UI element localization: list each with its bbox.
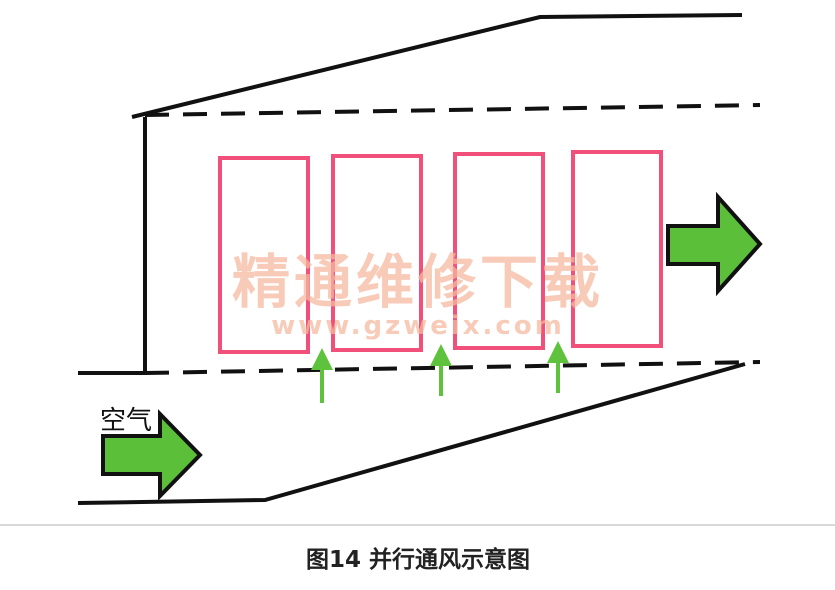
working-cell-2 xyxy=(331,154,423,352)
upper-duct-wall xyxy=(131,13,743,119)
branch-arrow-3 xyxy=(547,341,569,393)
air-label: 空气 xyxy=(100,406,152,436)
lower-dashed-line xyxy=(144,360,761,375)
upper-dashed-line xyxy=(144,103,761,117)
working-cell-4 xyxy=(571,150,663,348)
watermark-title: 精通维修下载 xyxy=(232,248,604,316)
figure-caption: 图14 并行通风示意图 xyxy=(306,546,530,573)
branch-arrow-1 xyxy=(311,348,333,403)
branch-airflow-arrows xyxy=(311,341,569,403)
inlet-arrow-icon xyxy=(101,409,203,501)
bottom-duct-wall xyxy=(77,362,746,505)
working-cell-1 xyxy=(218,156,310,354)
outlet-arrow-icon xyxy=(666,191,763,297)
working-cell-3 xyxy=(453,152,545,350)
working-cells xyxy=(218,150,663,354)
branch-arrow-2 xyxy=(430,344,452,396)
watermark-url: www.gzweix.com xyxy=(271,311,565,341)
